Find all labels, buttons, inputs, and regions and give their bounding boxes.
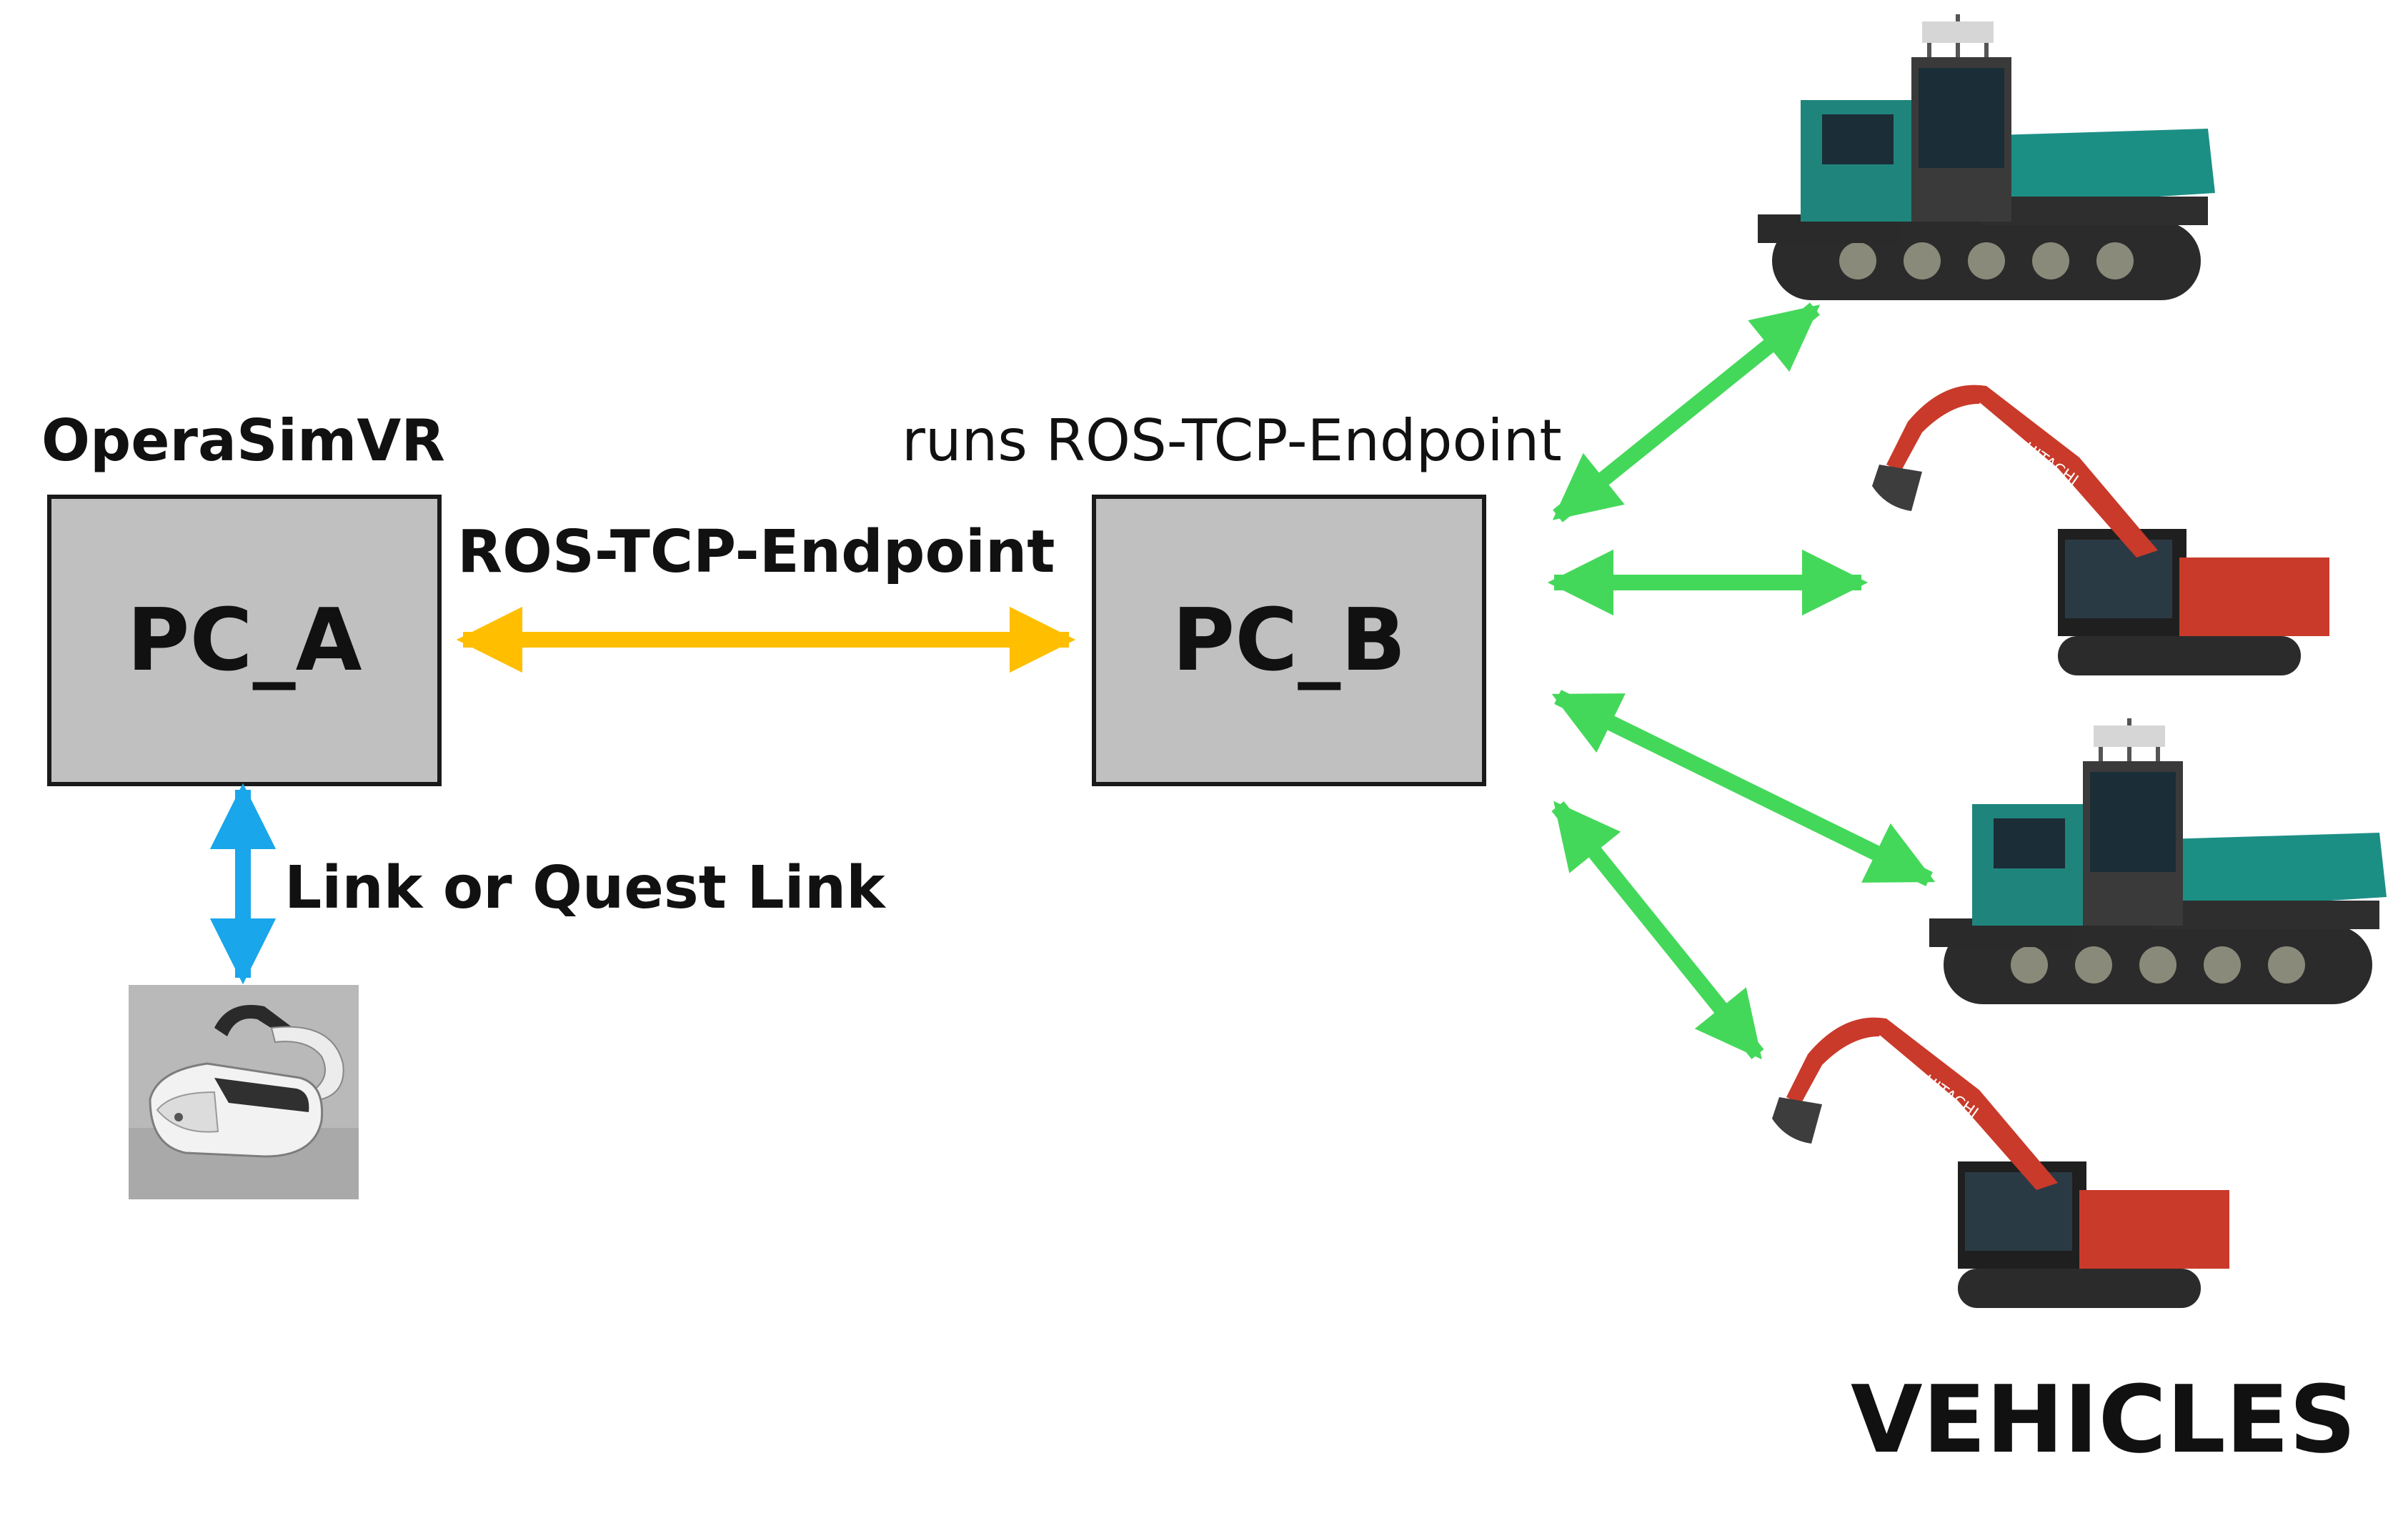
vehicles-label: VEHICLES xyxy=(1851,1365,2357,1474)
pc-a-label: PC_A xyxy=(126,590,362,690)
opera-sim-vr-label: OperaSimVR xyxy=(41,407,445,474)
crawler-dumper-icon xyxy=(1758,14,2215,300)
pc-a-node: PC_A xyxy=(47,495,442,786)
vehicle-1-crawler-dumper xyxy=(1758,14,2215,300)
vehicle-arrow-4 xyxy=(1551,801,1764,1060)
vehicle-arrow-1 xyxy=(1552,302,1821,522)
crawler-dumper-icon xyxy=(1929,718,2387,1004)
vehicle-4-excavator: HITACHI xyxy=(1772,1017,2229,1308)
pc-b-caption: runs ROS-TCP-Endpoint xyxy=(902,407,1562,474)
excavator-icon: HITACHI xyxy=(1872,385,2329,675)
excavator-icon: HITACHI xyxy=(1772,1017,2229,1308)
pc-b-label: PC_B xyxy=(1172,590,1406,690)
ros-link-label: ROS-TCP-Endpoint xyxy=(457,518,1055,586)
headset-link-label: Link or Quest Link xyxy=(284,854,885,922)
vehicle-2-excavator: HITACHI xyxy=(1872,385,2329,675)
pc-b-node: PC_B xyxy=(1092,495,1486,786)
vehicle-arrow-3 xyxy=(1551,690,1936,886)
vr-headset-icon xyxy=(129,985,359,1199)
vehicle-3-crawler-dumper xyxy=(1929,718,2387,1004)
